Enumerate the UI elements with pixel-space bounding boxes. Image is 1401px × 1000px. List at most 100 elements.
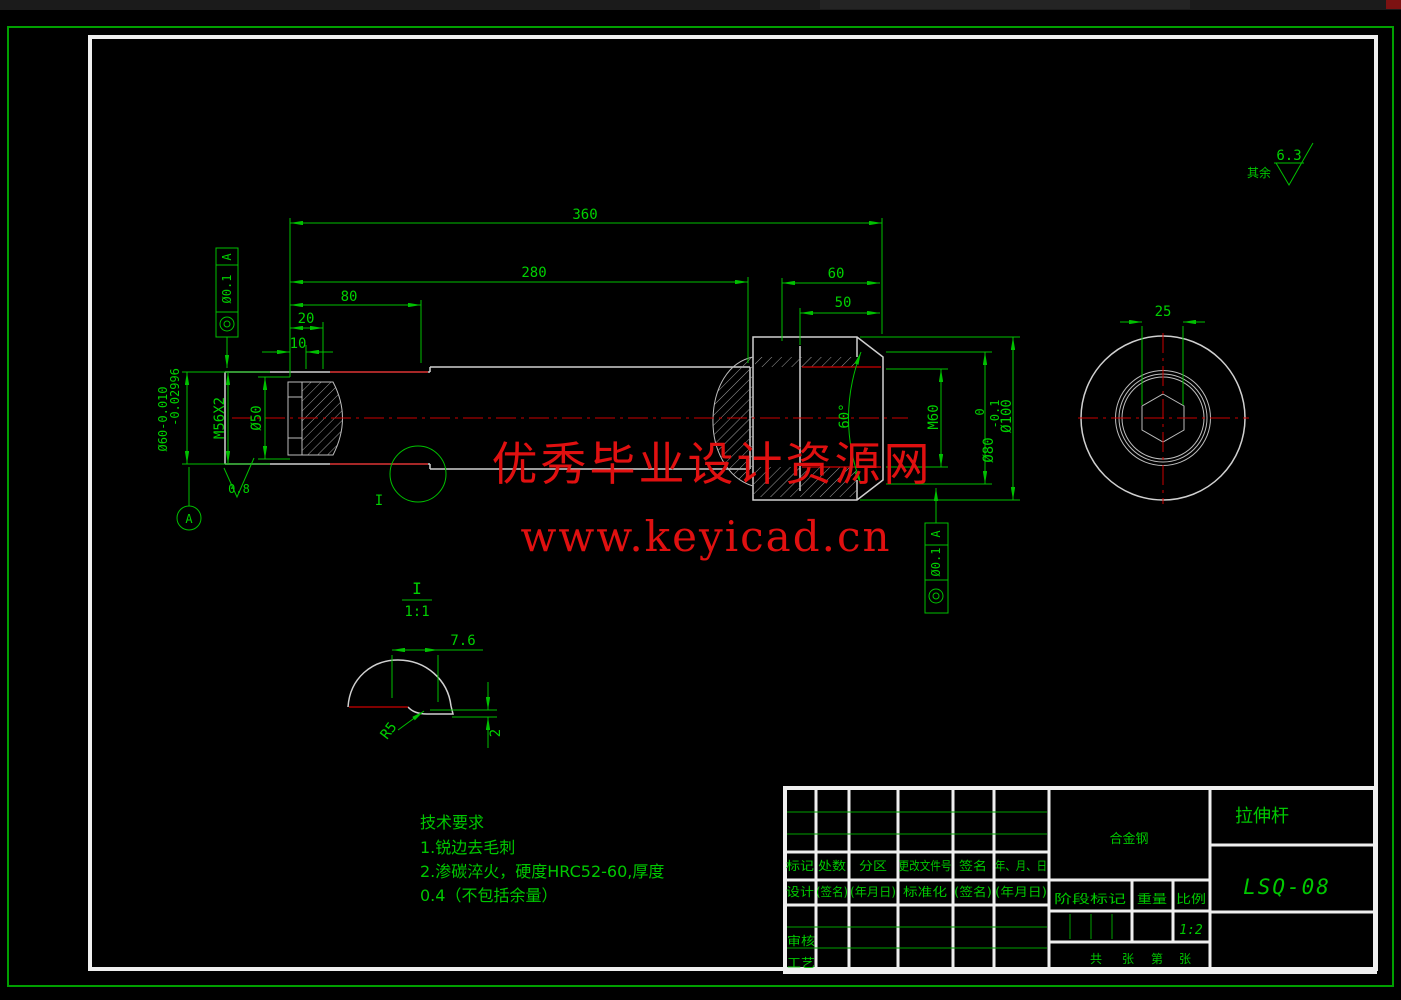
detail-mark: I: [375, 493, 383, 509]
dim-10: 10: [290, 336, 307, 352]
sheet-no-unit: 张: [1179, 952, 1191, 966]
title-block-sublines: [787, 811, 1113, 949]
shaft-outline: [429, 366, 751, 470]
tech-req-line1: 1.锐边去毛刺: [420, 838, 515, 857]
tol-bottom-value: Ø0.1: [929, 548, 943, 577]
tech-req-line3: 0.4（不包括余量）: [420, 886, 557, 905]
detail-label: I: [412, 579, 422, 598]
sheet-no-label: 第: [1151, 952, 1163, 966]
label-scale: 比例: [1176, 892, 1206, 906]
label-zone: 分区: [859, 859, 887, 873]
watermark-line1: 优秀毕业设计资源网: [492, 437, 933, 491]
label-signature: 签名: [959, 858, 987, 873]
dia80-lower-dev: -0.1: [988, 400, 1002, 429]
dim-280: 280: [521, 265, 546, 281]
dia60-tolerance-line2: -0.02996: [168, 368, 182, 426]
head-hatch-bottom: [753, 467, 857, 497]
watermark: 优秀毕业设计资源网 www.keyicad.cn: [492, 437, 933, 561]
label-sign2: (签名): [816, 884, 848, 899]
thread-left-label: M56X2: [212, 397, 228, 439]
dim-80: 80: [341, 289, 358, 305]
part-name: 拉伸杆: [1235, 806, 1289, 827]
concentricity-icon-inner: [223, 320, 231, 328]
radius-r5: R5: [378, 719, 401, 742]
surface-note-value: 6.3: [1276, 148, 1301, 164]
surface-note: 其余 6.3: [1247, 142, 1314, 186]
label-date: 年、月、日: [995, 859, 1047, 873]
sheet-total-unit: 张: [1122, 952, 1134, 966]
dim-head-60: 60: [828, 266, 845, 282]
thread-right-label: M60: [926, 404, 942, 429]
detail-dome-outline: [347, 659, 452, 708]
label-date2: (年月日): [850, 885, 896, 899]
tech-req-title: 技术要求: [420, 813, 484, 832]
dim-25-lines: [1120, 319, 1205, 405]
titlebar-strip: [0, 0, 1401, 10]
dim-76: 7.6: [450, 633, 475, 649]
datum-a: A: [176, 467, 202, 531]
roughness-icon: [1274, 142, 1314, 186]
head-hatch-top: [755, 357, 856, 367]
concentricity-icon: [928, 588, 944, 604]
dia60-tolerance-line1: Ø60-0.010: [156, 386, 170, 451]
material: 合金钢: [1109, 831, 1148, 847]
datum-circle-icon: [176, 505, 202, 531]
detail-scale: 1:1: [404, 604, 429, 620]
dia100-label: Ø100: [999, 399, 1015, 433]
detail-balloon-circle: [389, 445, 447, 503]
label-standardize: 标准化: [903, 885, 947, 899]
nut-hatch: [302, 382, 343, 455]
dim-head-50: 50: [835, 295, 852, 311]
label-mark: 标记: [786, 859, 814, 873]
label-count: 处数: [818, 858, 846, 873]
roughness-icon: [223, 457, 255, 499]
label-design: 设计: [786, 885, 814, 899]
detail-dims: [391, 647, 497, 748]
window-titlebar-sliver: [0, 0, 1401, 10]
tolerance-frame-bottom: A Ø0.1: [924, 488, 949, 614]
concentricity-icon: [219, 316, 235, 332]
dia80-label: Ø80: [981, 437, 997, 462]
label-sign3: (签名): [954, 884, 992, 899]
dim-arc-60deg: [848, 351, 862, 485]
tech-requirements: 技术要求 1.锐边去毛刺 2.渗碳淬火，硬度HRC52-60,厚度 0.4（不包…: [420, 813, 664, 905]
label-weight: 重量: [1137, 892, 1167, 906]
title-block: 标记 处数 分区 更改文件号 签名 年、月、日 设计 (签名) (年月日) 标准…: [783, 786, 1377, 974]
ball-hatch: [712, 357, 753, 486]
tol-top-value: Ø0.1: [220, 275, 234, 304]
dim-2: 2: [488, 729, 504, 737]
end-view: 25: [1078, 304, 1249, 504]
titlebar-shade: [820, 0, 1190, 9]
close-button-sliver: [1386, 0, 1401, 9]
dim-total-length: 360: [572, 207, 597, 223]
label-stage-mark: 阶段标记: [1054, 891, 1126, 906]
red-lines: [232, 366, 908, 468]
tolerance-frame-top: A Ø0.1: [215, 247, 239, 368]
tol-bottom-datum: A: [929, 530, 943, 538]
scale-value: 1:2: [1179, 923, 1203, 938]
detail-view: I 1:1 7.6 R5 2: [347, 579, 504, 748]
tech-req-line2: 2.渗碳淬火，硬度HRC52-60,厚度: [420, 862, 664, 881]
dimension-lines: [184, 220, 1016, 500]
watermark-line2: www.keyicad.cn: [520, 512, 891, 561]
inner-white-border: [88, 35, 1378, 971]
dia50-label: Ø50: [249, 405, 265, 430]
outer-green-border: [7, 26, 1394, 987]
label-date3: (年月日): [995, 885, 1047, 899]
angle-60-label: 60°: [837, 403, 853, 428]
label-process: 工艺: [787, 956, 815, 970]
title-block-grid: [785, 788, 1375, 972]
dim-25: 25: [1155, 304, 1172, 320]
dim-20: 20: [298, 311, 315, 327]
roughness-value: 0.8: [228, 482, 250, 496]
drawing-number: LSQ-08: [1243, 875, 1331, 899]
surface-note-prefix: 其余: [1247, 165, 1271, 180]
label-change-doc: 更改文件号: [899, 858, 952, 873]
tol-top-datum: A: [220, 253, 234, 261]
sheet-borders: [7, 26, 1394, 987]
datum-a-label: A: [185, 512, 193, 526]
label-audit: 审核: [787, 933, 815, 948]
main-view: 360 280 80 20 10 60 50 Ø60-0.010 -0.0299…: [156, 207, 1020, 614]
sheet-total-label: 共: [1090, 952, 1102, 966]
